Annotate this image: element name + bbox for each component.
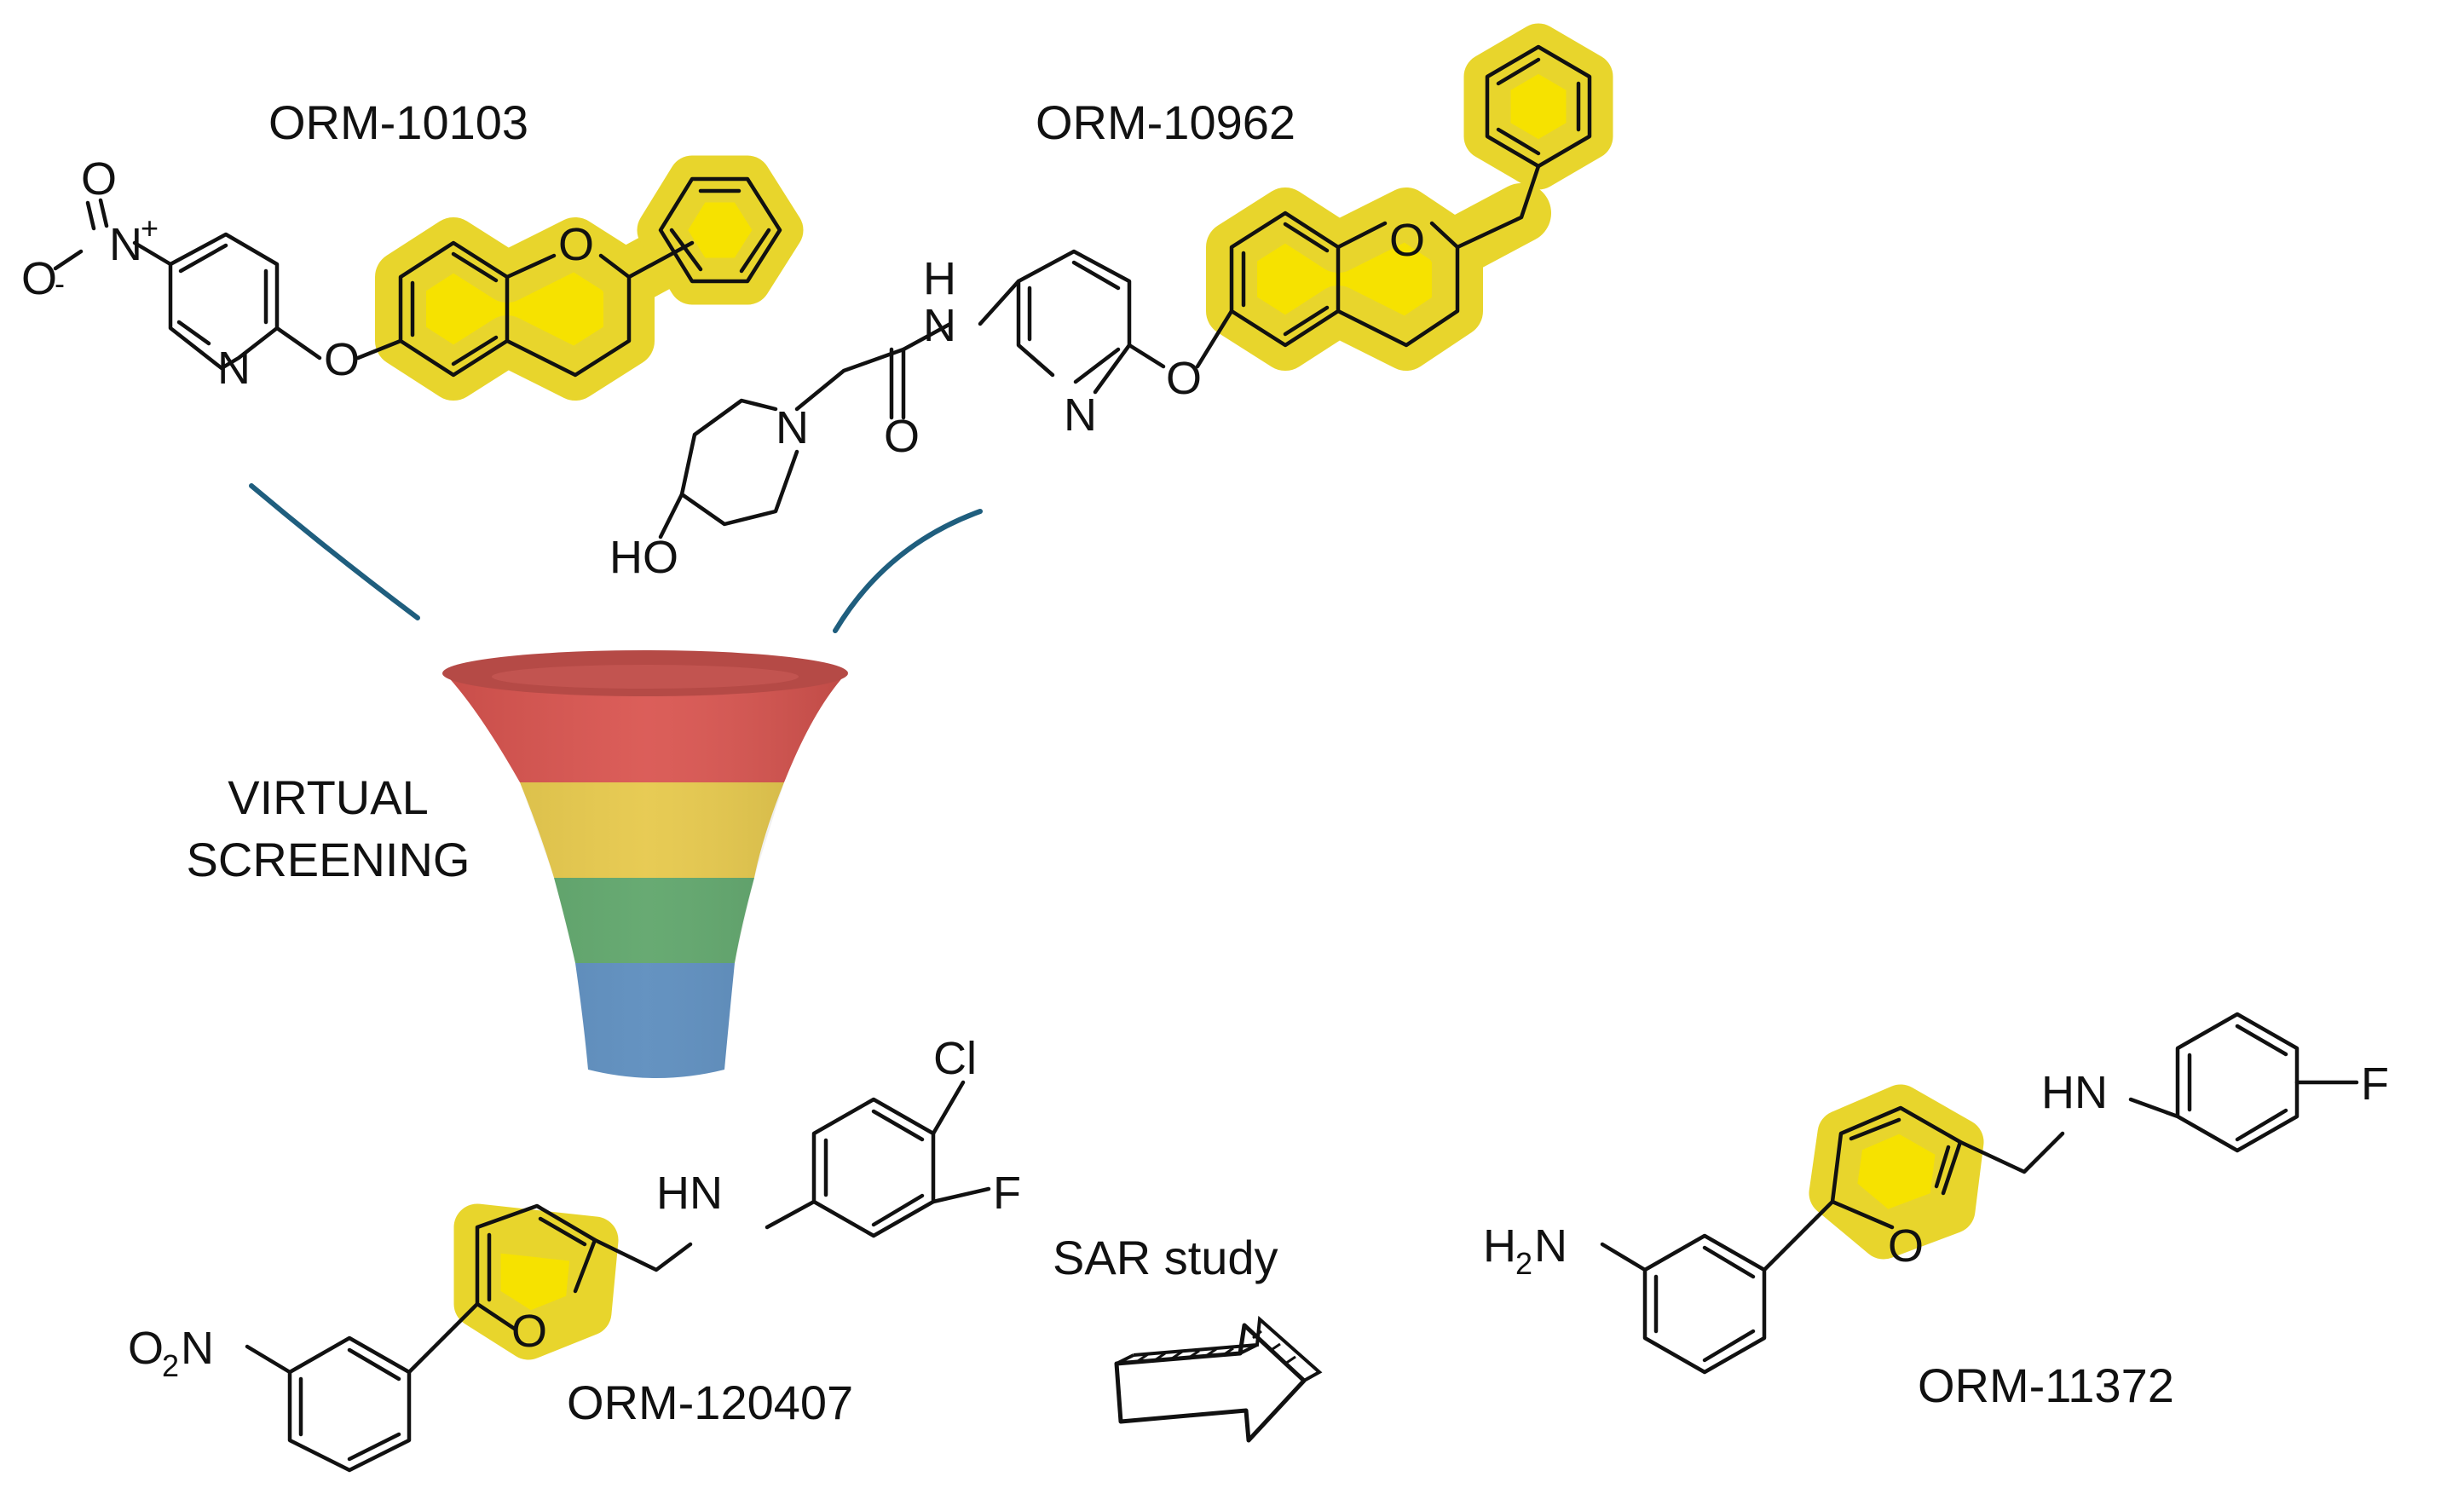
atom-o-minus: O	[21, 253, 57, 304]
funnel-label-line2: SCREENING	[187, 833, 470, 886]
atom-o-ether: O	[1166, 353, 1202, 404]
sar-transition: SAR study	[1053, 1231, 1323, 1443]
funnel-label-line1: VIRTUAL	[228, 770, 428, 824]
structure-bonds	[245, 1080, 991, 1473]
atom-n-piperidine: N	[776, 402, 809, 453]
compound-orm-10103: N O O N + O O - ORM-10103	[21, 95, 804, 401]
chroman-highlight	[375, 155, 804, 401]
atom-o-ether: O	[324, 334, 360, 385]
charge-minus: -	[55, 266, 65, 301]
atom-nh: N	[923, 300, 956, 351]
atom-n-plus: N	[109, 219, 142, 270]
compound-orm-10962: O O N N H O N HO ORM-10962	[609, 23, 1613, 583]
atom-o2n-n: N	[181, 1323, 214, 1374]
atom-hn: HN	[2041, 1067, 2108, 1118]
atom-h: H	[923, 253, 956, 304]
atom-n-pyridine: N	[1064, 389, 1097, 441]
charge-plus: +	[141, 211, 159, 245]
compound-name: ORM-11372	[1918, 1358, 2174, 1412]
atom-h2n-n: N	[1534, 1220, 1567, 1272]
arc-right	[833, 509, 983, 633]
chroman-highlight	[1206, 23, 1613, 371]
atom-ho: HO	[609, 532, 678, 583]
structure-bonds	[53, 176, 782, 378]
compound-name: ORM-10962	[1036, 95, 1295, 149]
atom-h2n-h: H	[1483, 1220, 1516, 1272]
compound-name: ORM-10103	[268, 95, 528, 149]
compound-name: ORM-120407	[567, 1376, 853, 1429]
atom-o-furan: O	[1888, 1220, 1924, 1272]
atom-n: N	[217, 343, 251, 394]
highlight-glow	[375, 217, 655, 401]
sketch-arrow-icon	[1114, 1315, 1323, 1443]
atom-f: F	[993, 1168, 1021, 1219]
sar-label: SAR study	[1053, 1231, 1278, 1284]
atom-o-carbonyl: O	[884, 411, 920, 462]
atom-f: F	[2361, 1058, 2389, 1110]
compound-orm-120407: O 2 N O HN Cl F ORM-120407	[128, 1033, 1021, 1473]
atom-hn: HN	[656, 1168, 723, 1219]
structure-bonds	[658, 44, 1592, 539]
atom-cl: Cl	[933, 1033, 977, 1084]
atom-h2n-sub: 2	[1515, 1246, 1532, 1281]
compound-orm-11372: H 2 N O HN F ORM-11372	[1483, 1012, 2389, 1412]
atom-o-furan: O	[511, 1306, 547, 1357]
atom-o-nitro: O	[81, 153, 117, 205]
atom-o2n-o: O	[128, 1323, 164, 1374]
funnel-shading	[443, 672, 848, 1078]
atom-o-pyran: O	[1389, 215, 1425, 266]
atom-o-pyran: O	[558, 219, 594, 270]
atom-o2n-sub: 2	[162, 1348, 179, 1383]
arc-left	[249, 483, 420, 620]
funnel-inner	[492, 665, 799, 689]
structure-bonds	[1600, 1012, 2359, 1375]
virtual-screening-funnel: VIRTUAL SCREENING	[187, 483, 983, 1078]
